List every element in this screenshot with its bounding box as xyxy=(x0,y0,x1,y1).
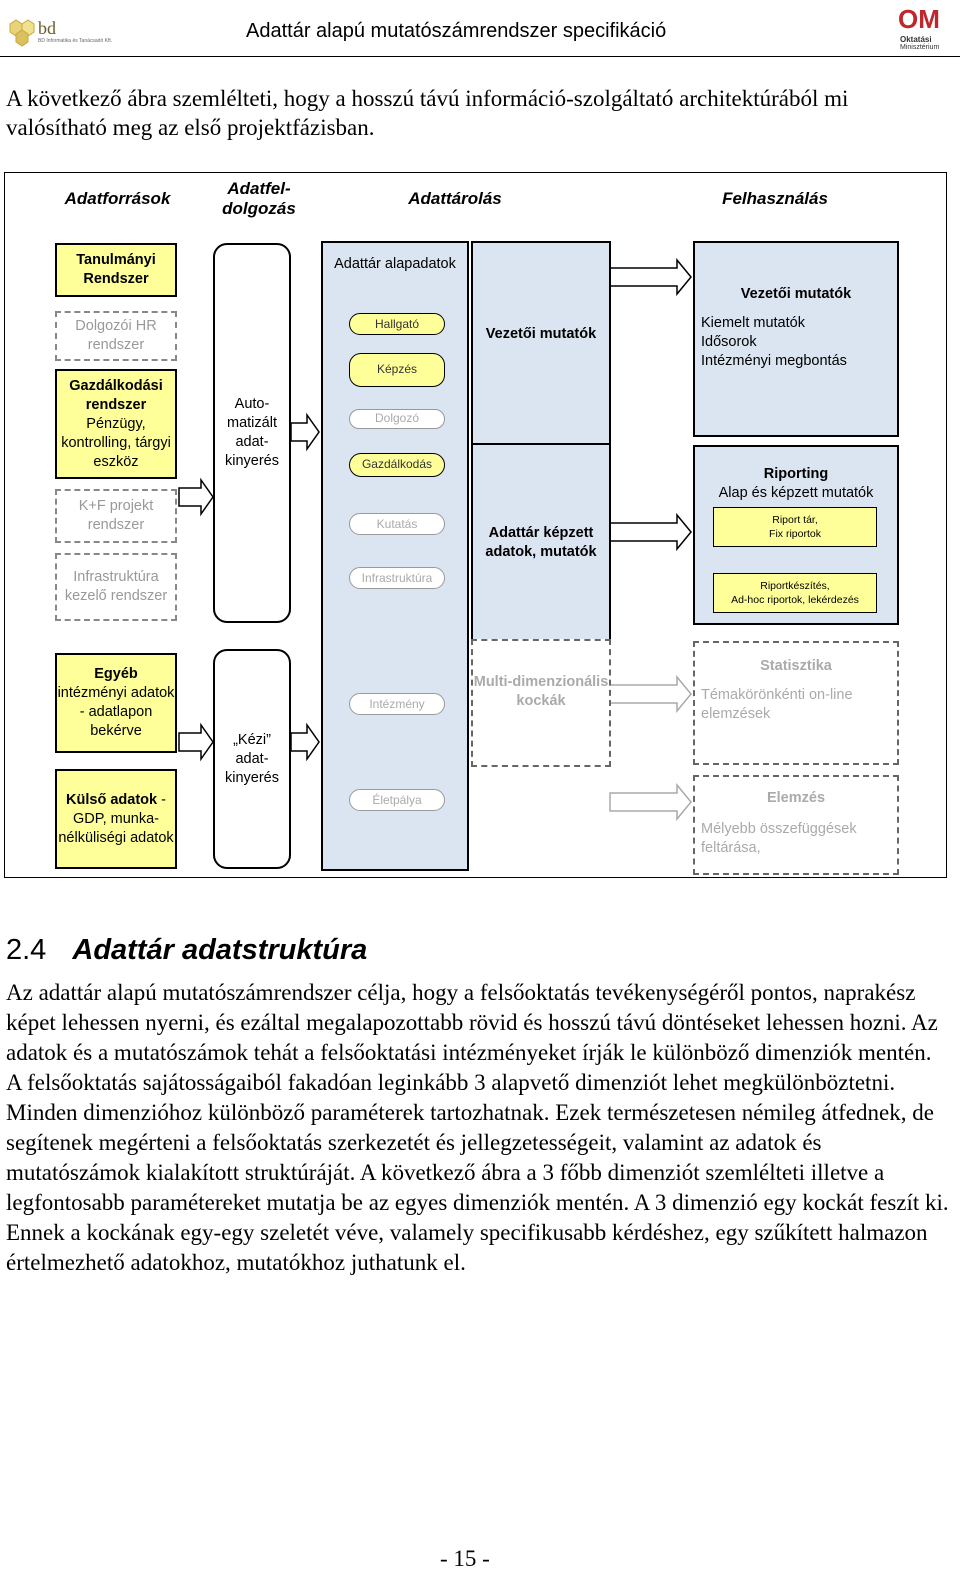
document-title: Adattár alapú mutatószámrendszer specifi… xyxy=(246,20,667,42)
arrow-derived-to-reporting xyxy=(609,512,692,552)
pill-kepzes: Képzés xyxy=(349,353,445,387)
rep-adhoc-line2: Ad-hoc riportok, lekérdezés xyxy=(731,594,859,606)
pill-gazdalkodas: Gazdálkodás xyxy=(349,453,445,477)
storage-base-title: Adattár alapadatok xyxy=(334,256,456,272)
source-tanulmanyi: Tanulmányi Rendszer xyxy=(55,243,177,297)
rep-fixed-box: Riport tár, Fix riportok xyxy=(713,507,877,547)
usage-kpi-item-2: Idősorok xyxy=(701,334,757,350)
source-egyeb-sub: intézményi adatok - adatlapon bekérve xyxy=(57,685,175,739)
arrow-kpi-to-usage xyxy=(609,257,692,297)
pill-kutatas: Kutatás xyxy=(349,513,445,535)
usage-kpi-item-3: Intézményi megbontás xyxy=(701,353,847,369)
storage-cubes: Multi-dimenzionális kockák xyxy=(471,639,611,767)
usage-rep-title: Riporting xyxy=(763,466,829,482)
processing-manual: „Kézi” adat-kinyerés xyxy=(213,649,291,869)
logo-right-text: OM xyxy=(898,4,940,34)
intro-paragraph: A következő ábra szemlélteti, hogy a hos… xyxy=(6,86,849,140)
head-processing: Adatfel-dolgozás xyxy=(222,179,296,218)
source-kulso-sub: - GDP, munka-nélküliségi adatok xyxy=(58,791,174,846)
pill-dolgozo: Dolgozó xyxy=(349,409,445,429)
pill-eletpalya: Életpálya xyxy=(349,789,445,811)
source-egyeb: Egyéb intézményi adatok - adatlapon beké… xyxy=(55,653,177,753)
section-title: Adattár adatstruktúra xyxy=(72,934,368,966)
rep-fixed-line1: Riport tár, xyxy=(772,514,818,526)
architecture-diagram: Adatforrások Adatfel-dolgozás Adattárolá… xyxy=(4,172,947,878)
usage-elem-title: Elemzés xyxy=(766,790,826,806)
header-divider xyxy=(0,56,960,57)
logo-left-text: bd xyxy=(38,18,56,38)
pill-hallgato: Hallgató xyxy=(349,313,445,335)
arrow-manual-to-storage xyxy=(290,722,320,762)
page-header: bd BD Informatika és Tanácsadó Kft. Adat… xyxy=(0,0,960,58)
arrow-cubes-to-stat xyxy=(609,674,692,714)
source-egyeb-title: Egyéb xyxy=(94,666,138,682)
usage-kpi-item-1: Kiemelt mutatók xyxy=(701,315,805,331)
source-kulso-title: Külső adatok xyxy=(66,791,158,808)
head-sources: Adatforrások xyxy=(64,189,171,208)
rep-fixed-line2: Fix riportok xyxy=(769,528,821,540)
arrow-cubes-to-analysis xyxy=(609,782,692,822)
section-heading: 2.4 Adattár adatstruktúra xyxy=(6,934,367,967)
source-kulso: Külső adatok - GDP, munka-nélküliségi ad… xyxy=(55,769,177,869)
page-number: - 15 - xyxy=(440,1546,490,1571)
usage-rep-sub: Alap és képzett mutatók xyxy=(718,485,874,501)
section-body: Az adattár alapú mutatószámrendszer célj… xyxy=(6,980,949,1275)
usage-elem-sub: Mélyebb összefüggések feltárása, xyxy=(701,821,857,856)
storage-derived: Adattár képzett adatok, mutatók xyxy=(471,443,611,643)
pill-intezmeny: Intézmény xyxy=(349,693,445,715)
usage-kpi-title: Vezetői mutatók xyxy=(740,286,852,302)
arrow-sources-to-manual xyxy=(178,722,214,762)
head-usage: Felhasználás xyxy=(722,189,828,208)
diagram-connectors xyxy=(178,257,692,822)
source-gazd-title: Gazdálkodási rendszer xyxy=(69,377,163,413)
source-gazd-sub: Pénzügy, kontrolling, tárgyi eszköz xyxy=(61,415,171,470)
logo-left-sub: BD Informatika és Tanácsadó Kft. xyxy=(38,38,113,44)
pill-infrastruktura: Infrastruktúra xyxy=(349,567,445,589)
rep-adhoc-box: Riportkészítés, Ad-hoc riportok, lekérde… xyxy=(713,573,877,613)
source-infra: Infrastruktúra kezelő rendszer xyxy=(55,553,177,621)
logo-right-sub2: Minisztérium xyxy=(900,44,940,51)
processing-auto: Auto-matizált adat-kinyerés xyxy=(213,243,291,623)
rep-adhoc-line1: Riportkészítés, xyxy=(760,580,830,592)
storage-base: Adattár alapadatok xyxy=(321,241,469,871)
usage-statistics: Statisztika Témakörönkénti on-line elemz… xyxy=(693,641,899,765)
usage-analysis: Elemzés Mélyebb összefüggések feltárása, xyxy=(693,775,899,875)
arrow-sources-to-auto xyxy=(178,477,214,517)
source-hr: Dolgozói HR rendszer xyxy=(55,311,177,361)
source-gazdalkodas: Gazdálkodási rendszer Pénzügy, kontrolli… xyxy=(55,369,177,479)
usage-stat-sub: Témakörönkénti on-line elemzések xyxy=(701,687,853,722)
usage-kpi: Vezetői mutatók Kiemelt mutatók Idősorok… xyxy=(693,241,899,437)
head-storage: Adattárolás xyxy=(408,189,502,208)
om-logo: OM Oktatási Minisztérium xyxy=(896,4,956,52)
arrow-auto-to-storage xyxy=(290,412,320,452)
bd-logo: bd BD Informatika és Tanácsadó Kft. xyxy=(4,10,112,50)
usage-stat-title: Statisztika xyxy=(760,658,832,674)
storage-kpi: Vezetői mutatók xyxy=(471,241,611,445)
section-number: 2.4 xyxy=(6,934,47,966)
logo-right-sub1: Oktatási xyxy=(900,35,932,44)
source-kf: K+F projekt rendszer xyxy=(55,489,177,543)
